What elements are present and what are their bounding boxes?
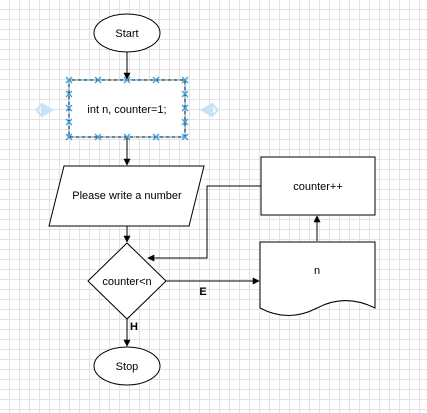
stop-ellipse xyxy=(93,346,161,386)
start-label: Start xyxy=(115,28,138,40)
input-node[interactable]: Please write a number xyxy=(48,165,205,227)
decision-label: counter<n xyxy=(102,276,151,288)
init-node[interactable]: int n, counter=1; xyxy=(35,76,219,141)
decision-node[interactable]: counter<n xyxy=(87,242,167,320)
increment-label: counter++ xyxy=(293,181,343,193)
output-node[interactable]: n xyxy=(259,241,376,316)
edge-label-yes: H xyxy=(130,321,138,333)
start-node[interactable]: Start xyxy=(93,13,161,53)
edge-label-no: E xyxy=(199,286,206,298)
input-parallelogram xyxy=(48,165,205,227)
stop-label: Stop xyxy=(116,361,139,373)
decision-diamond xyxy=(87,242,167,320)
init-label: int n, counter=1; xyxy=(87,104,166,116)
connectors xyxy=(123,52,321,347)
output-document-shape xyxy=(259,241,376,316)
increment-box xyxy=(260,156,376,216)
right-resize-hint-icon[interactable] xyxy=(200,102,219,118)
start-ellipse xyxy=(93,13,161,53)
increment-node[interactable]: counter++ xyxy=(260,156,376,216)
selection-handles[interactable] xyxy=(65,76,189,141)
stop-node[interactable]: Stop xyxy=(93,346,161,386)
output-label: n xyxy=(314,265,320,277)
input-label: Please write a number xyxy=(72,190,182,202)
edge-increment-to-decision[interactable] xyxy=(147,185,261,262)
left-resize-hint-icon[interactable] xyxy=(35,102,54,118)
